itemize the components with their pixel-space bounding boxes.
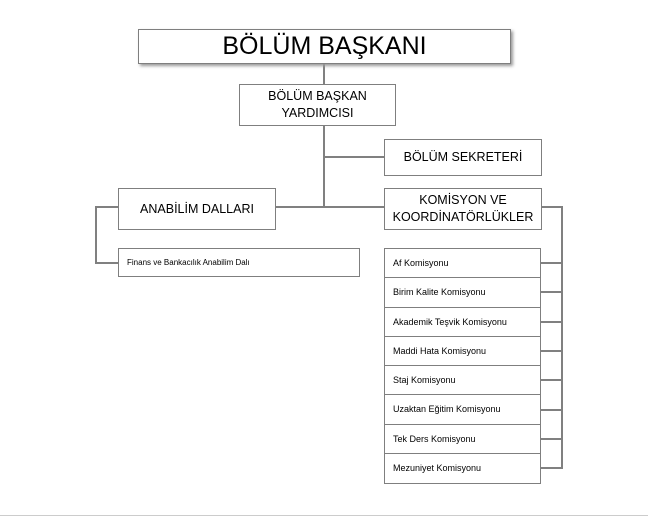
commission-item-label: Akademik Teşvik Komisyonu (393, 316, 507, 327)
connector-right-bracket (542, 206, 563, 208)
commission-item: Akademik Teşvik Komisyonu (385, 308, 540, 337)
connector-secretary (324, 156, 384, 158)
commission-item-label: Tek Ders Komisyonu (393, 433, 476, 444)
commissions-box: KOMİSYON VE KOORDİNATÖRLÜKLER (384, 188, 542, 230)
department-item-label: Finans ve Bankacılık Anabilim Dalı (127, 258, 250, 267)
commission-item-label: Birim Kalite Komisyonu (393, 287, 486, 298)
commission-item-label: Maddi Hata Komisyonu (393, 345, 487, 356)
department-item: Finans ve Bankacılık Anabilim Dalı (118, 248, 360, 277)
connector-commission-item (541, 291, 562, 294)
connector-right-vertical (561, 206, 563, 469)
connector-commission-item (541, 467, 562, 470)
connector-left-item (95, 262, 118, 264)
commission-item: Mezuniyet Komisyonu (385, 454, 540, 483)
deputy-label-line1: BÖLÜM BAŞKAN (268, 89, 367, 103)
commission-item: Birim Kalite Komisyonu (385, 278, 540, 308)
head-box: BÖLÜM BAŞKANI (138, 29, 511, 64)
connector-left-vertical (95, 206, 97, 264)
commission-item: Uzaktan Eğitim Komisyonu (385, 395, 540, 425)
connector-commission-item (541, 262, 562, 264)
commissions-label-line2: KOORDİNATÖRLÜKLER (392, 210, 534, 224)
connector-commission-item (541, 320, 562, 323)
deputy-label-line2: YARDIMCISI (281, 106, 354, 120)
departments-label: ANABİLİM DALLARI (140, 201, 254, 216)
commission-item-label: Staj Komisyonu (393, 375, 456, 386)
commission-item: Staj Komisyonu (385, 366, 540, 396)
commission-item: Tek Ders Komisyonu (385, 425, 540, 454)
secretary-label: BÖLÜM SEKRETERİ (403, 150, 523, 164)
head-label: BÖLÜM BAŞKANI (222, 32, 427, 60)
commission-item: Maddi Hata Komisyonu (385, 337, 540, 366)
connector-commission-item (541, 379, 562, 382)
commission-item: Af Komisyonu (385, 249, 540, 279)
secretary-box: BÖLÜM SEKRETERİ (384, 139, 542, 176)
connector-commission-item (541, 437, 562, 440)
commission-item-label: Uzaktan Eğitim Komisyonu (393, 404, 501, 415)
connector-branches (276, 206, 384, 208)
connector-commission-item (541, 349, 562, 352)
connector-main-vertical (323, 63, 325, 208)
commissions-label-line1: KOMİSYON VE (419, 193, 507, 207)
connector-left-bracket (95, 206, 118, 208)
deputy-box: BÖLÜM BAŞKAN YARDIMCISI (239, 84, 396, 126)
departments-box: ANABİLİM DALLARI (118, 188, 276, 230)
commission-item-label: Mezuniyet Komisyonu (393, 463, 482, 474)
commission-list: Af Komisyonu Birim Kalite Komisyonu Akad… (384, 248, 541, 484)
connector-commission-item (541, 408, 562, 411)
bottom-divider (0, 515, 648, 516)
commission-item-label: Af Komisyonu (393, 258, 449, 269)
